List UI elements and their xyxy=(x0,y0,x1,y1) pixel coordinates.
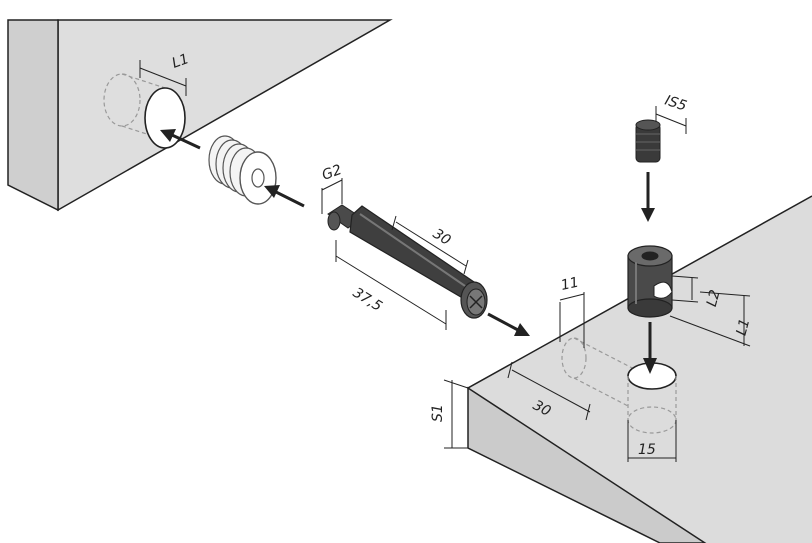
arrow-bolt-to-panel xyxy=(487,312,530,336)
arrow-cam-to-bore xyxy=(643,322,657,374)
dim-tick xyxy=(699,291,751,297)
bolt-thread-end xyxy=(327,211,341,231)
insert-hole xyxy=(251,168,265,188)
set-screw: IS5 xyxy=(635,93,689,163)
lower-hidden-channel xyxy=(561,337,587,379)
lower-panel: 11 30 S1 15 xyxy=(430,195,812,543)
arrowhead xyxy=(160,129,176,142)
dim-tick xyxy=(391,215,397,231)
connecting-bolt: G2 30 37,5 xyxy=(320,162,488,330)
arrow-into-insert xyxy=(264,185,305,208)
upper-bore-opening xyxy=(144,87,186,149)
label-IS5: IS5 xyxy=(663,93,689,115)
arrowhead xyxy=(643,358,657,374)
arrowhead xyxy=(641,208,655,222)
dim-line xyxy=(139,67,187,87)
bolt-head-slot xyxy=(469,295,483,309)
arrow-screw-to-cam xyxy=(641,172,655,222)
arrow-into-upper-bore xyxy=(160,129,201,150)
dim-tick xyxy=(669,315,751,347)
dim-line xyxy=(395,221,467,267)
arrow-shaft xyxy=(275,190,305,208)
label-15: 15 xyxy=(638,442,656,458)
dim-line xyxy=(655,113,687,127)
arrowhead xyxy=(264,185,280,198)
cam-lock: L2 L1 xyxy=(627,245,753,347)
upper-panel-front-face xyxy=(7,19,59,212)
threaded-insert xyxy=(208,135,277,205)
set-screw-top xyxy=(635,119,661,131)
dim-line xyxy=(321,179,343,191)
hidden-line xyxy=(121,73,166,89)
upper-panel: L1 xyxy=(7,19,393,212)
hidden-line xyxy=(573,337,641,373)
cam-bottom xyxy=(627,298,673,318)
arrow-shaft xyxy=(171,133,201,150)
label-L1-top: L1 xyxy=(170,51,191,72)
cam-top-hole xyxy=(641,251,659,261)
upper-hidden-bore xyxy=(103,73,141,127)
lower-panel-front-face xyxy=(467,386,707,543)
dim-tick xyxy=(671,299,699,303)
dim-line xyxy=(335,255,447,325)
label-37-5: 37,5 xyxy=(350,285,385,315)
arrowhead xyxy=(514,323,530,336)
dim-tick xyxy=(443,379,469,389)
hidden-line xyxy=(573,377,629,407)
dim-line xyxy=(511,369,591,413)
dim-line xyxy=(559,293,585,301)
dim-tick xyxy=(585,403,591,421)
dim-tick xyxy=(507,361,513,379)
label-L1-right: L1 xyxy=(733,317,753,337)
dim-tick xyxy=(671,275,699,279)
dim-tick xyxy=(463,259,469,275)
label-30-panel: 30 xyxy=(530,397,553,420)
label-11: 11 xyxy=(560,275,581,294)
bolt-highlight xyxy=(359,213,469,289)
arrow-shaft xyxy=(487,312,519,332)
label-G2: G2 xyxy=(320,162,344,184)
label-S1: S1 xyxy=(430,404,446,422)
cam-slot xyxy=(653,281,673,299)
